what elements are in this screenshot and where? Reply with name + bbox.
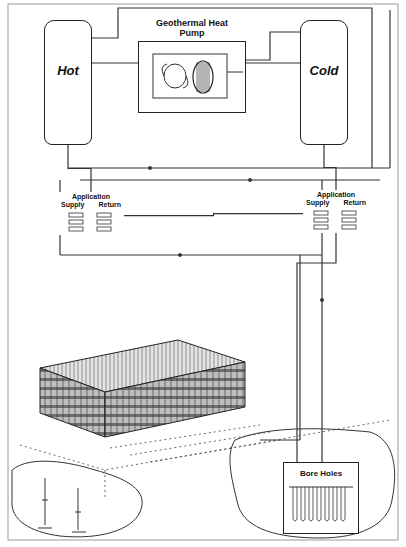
manifold-fittings: [306, 209, 366, 231]
heat-pump-title: Geothermal Heat Pump: [152, 18, 232, 38]
manifold-columns: Supply Return: [61, 201, 121, 209]
heat-pump-housing: [138, 41, 246, 113]
pipe-connector: [246, 63, 300, 64]
application-manifold: ApplicationSupply Return: [303, 190, 369, 233]
manifold-label: Application: [61, 193, 121, 201]
manifold-columns: Supply Return: [306, 199, 366, 207]
building: [40, 340, 245, 437]
compressor-symbol: [139, 42, 244, 109]
manifold-label: Supply: [61, 201, 84, 209]
bore-label: Bore Holes: [284, 463, 358, 478]
pipe-connector: [68, 145, 91, 192]
bore-field-box: Bore Holes: [283, 462, 359, 534]
tank-label: Hot: [45, 63, 91, 78]
pipe-connector: [297, 233, 336, 462]
manifold-fittings: [61, 211, 121, 233]
tank-label: Cold: [301, 63, 347, 78]
frame: [8, 4, 398, 540]
pipes: [60, 8, 390, 462]
pipe-connector: [124, 214, 303, 216]
application-manifold: ApplicationSupply Return: [58, 192, 124, 235]
bore-detail: [38, 478, 86, 532]
pipe-connector: [92, 63, 138, 64]
manifold-label: Application: [306, 191, 366, 199]
ground-loops: [285, 485, 357, 531]
heat-pump: Geothermal Heat Pump: [138, 18, 246, 113]
ground-region: [12, 429, 395, 538]
pipe-connector: [324, 145, 336, 190]
manifold-label: Return: [343, 199, 366, 207]
manifold-label: Supply: [306, 199, 329, 207]
storage-tank: Cold: [300, 20, 348, 145]
manifold-label: Return: [98, 201, 121, 209]
storage-tank: Hot: [44, 20, 92, 145]
